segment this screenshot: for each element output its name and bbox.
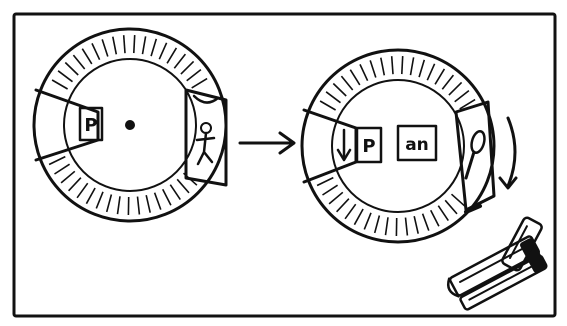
right-window-tab	[466, 206, 480, 212]
plate-ridge-mark	[181, 61, 194, 74]
right-rime-text: an	[405, 135, 429, 155]
person-figure-icon	[197, 123, 214, 164]
plate-ridge-mark	[151, 39, 156, 56]
plate-ridge-mark	[438, 206, 448, 221]
plate-ridge-mark	[107, 195, 112, 212]
plate-ridge-mark	[345, 204, 356, 219]
plate-ridge-mark	[192, 79, 207, 88]
plate-ridge-mark	[350, 70, 360, 85]
plate-ridge-mark	[354, 209, 363, 225]
plate-ridge-mark	[435, 69, 444, 84]
plate-ridge-mark	[61, 171, 75, 183]
plate-ridge-mark	[337, 199, 349, 212]
plate-ridge-mark	[449, 82, 462, 95]
pan-icon	[466, 130, 487, 178]
plate-ridge-mark	[55, 164, 70, 174]
plate-ridge-mark	[65, 63, 78, 76]
plate-ridge-mark	[423, 214, 429, 231]
plate-ridge-mark	[381, 58, 385, 76]
plate-ridge-mark	[138, 197, 140, 215]
plate-ridge-mark	[329, 192, 343, 204]
plate-ridge-mark	[177, 179, 189, 193]
left-letter-text: P	[84, 115, 97, 136]
plate-ridge-mark	[77, 183, 88, 198]
plate-ridge-mark	[49, 157, 65, 165]
plate-ridge-mark	[174, 54, 185, 68]
plate-ridge-mark	[402, 56, 403, 74]
plate-ridge-mark	[431, 210, 439, 226]
plate-ridge-mark	[155, 193, 161, 210]
plate-ridge-mark	[317, 178, 333, 186]
curved-arrow-down-icon	[500, 118, 516, 188]
plate-ridge-mark	[333, 84, 346, 97]
plate-ridge-mark	[143, 36, 146, 54]
plate-ridge-mark	[326, 92, 340, 103]
plate-ridge-mark	[445, 200, 457, 214]
right-onset-letter: P	[362, 136, 375, 157]
panel-border	[14, 14, 555, 316]
plate-ridge-mark	[419, 60, 424, 77]
plate-ridge-mark	[442, 75, 453, 89]
plate-ridge-mark	[167, 48, 176, 63]
plate-ridge-mark	[159, 43, 166, 59]
plate-ridge-mark	[96, 192, 103, 209]
plate-ridge-mark	[82, 49, 92, 64]
left-paper-plate-wheel: P	[34, 29, 226, 221]
plate-ridge-mark	[386, 217, 389, 235]
plate-ridge-mark	[320, 101, 336, 110]
plate-ridge-mark	[86, 188, 95, 204]
plate-ridge-mark	[92, 43, 100, 59]
plate-ridge-mark	[375, 216, 380, 233]
plate-ridge-mark	[73, 55, 84, 69]
right-plate-ridges	[317, 56, 475, 236]
plate-ridge-mark	[392, 56, 393, 74]
plate-ridge-mark	[364, 213, 371, 230]
plate-ridge-mark	[163, 189, 171, 205]
plate-ridge-mark	[370, 60, 376, 77]
plate-ridge-mark	[360, 64, 368, 80]
plate-ridge-mark	[58, 71, 72, 82]
right-picture-window	[456, 102, 494, 210]
plate-ridge-mark	[187, 70, 201, 81]
plate-ridge-mark	[427, 64, 434, 80]
right-wedge-window	[304, 110, 356, 182]
plate-ridge-mark	[341, 76, 352, 90]
plate-ridge-mark	[118, 196, 121, 214]
plate-ridge-mark	[69, 178, 81, 191]
plate-ridge-mark	[52, 80, 68, 89]
plate-ridge-mark	[406, 218, 408, 236]
left-center-brad	[125, 120, 135, 130]
arrow-right-icon	[240, 133, 294, 153]
plate-ridge-mark	[134, 35, 135, 53]
plate-ridge-mark	[113, 37, 117, 55]
plate-ridge-mark	[455, 91, 469, 102]
plate-ridge-mark	[323, 185, 338, 195]
plate-ridge-mark	[124, 35, 125, 53]
plate-ridge-mark	[452, 194, 465, 206]
right-paper-plate-wheel: P an	[302, 50, 516, 242]
arrow-down-icon	[338, 130, 350, 160]
plate-ridge-mark	[414, 216, 418, 234]
plate-ridge-mark	[102, 39, 108, 56]
plate-ridge-mark	[146, 195, 150, 213]
plate-ridge-mark	[411, 57, 414, 75]
plate-ridge-mark	[170, 185, 180, 200]
